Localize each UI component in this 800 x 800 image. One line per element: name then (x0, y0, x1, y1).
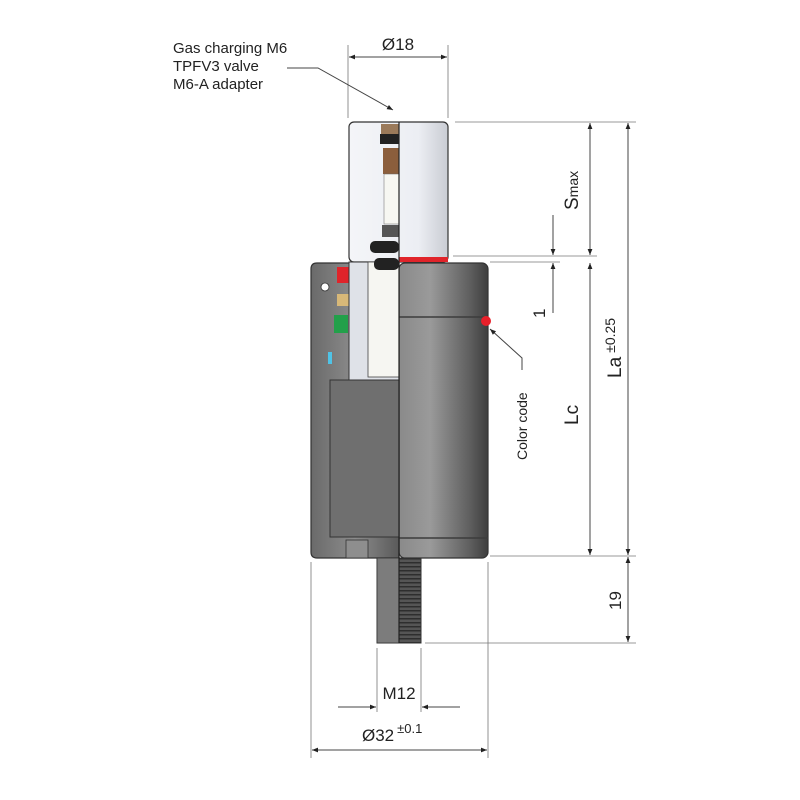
gas-spring (310, 121, 491, 644)
callout-leader (287, 67, 394, 111)
callout-line-1: Gas charging M6 (173, 40, 287, 57)
dim-thread-length: 19 (606, 591, 625, 610)
dim-thread: M12 (382, 684, 415, 703)
seal-tan (337, 294, 349, 306)
seal-green (334, 315, 348, 333)
dim-stroke: Smax (562, 171, 583, 210)
seal-red (337, 267, 349, 283)
color-code-dot (481, 316, 491, 326)
dim-body-diameter: Ø32±0.1 (362, 721, 422, 745)
seal-blue (328, 352, 332, 364)
dim-length: La±0.25 (602, 318, 626, 378)
callout-line-2: TPFV3 valve (173, 58, 259, 75)
dimensions: Ø18 Gas charging M6 TPFV3 valve M6-A ada… (173, 35, 636, 758)
dim-rod-diameter: Ø18 (382, 35, 414, 54)
dim-gap: 1 (530, 309, 549, 318)
color-code-label: Color code (514, 392, 530, 460)
dim-compressed-length: Lc (562, 405, 583, 425)
red-band (399, 257, 448, 262)
body-exterior (398, 262, 489, 559)
callout-line-3: M6-A adapter (173, 76, 263, 93)
